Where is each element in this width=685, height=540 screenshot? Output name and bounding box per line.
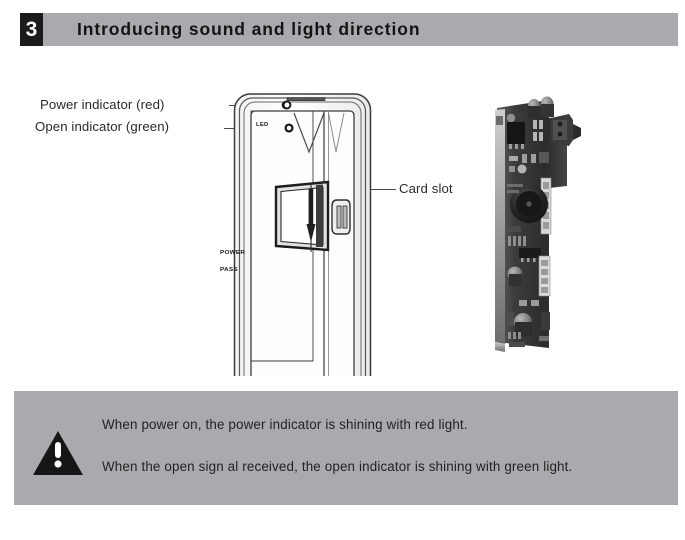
warning-note-panel: When power on, the power indicator is sh… <box>14 391 678 505</box>
warning-line-open: When the open sign al received, the open… <box>102 459 573 474</box>
callout-label-card-slot: Card slot <box>399 181 453 196</box>
leader-line-card-slot <box>371 189 396 190</box>
device-silkscreen-pass: PASS <box>220 267 238 273</box>
section-number: 3 <box>25 18 38 41</box>
device-silkscreen-led: LED <box>256 122 269 128</box>
callout-label-open-indicator: Open indicator (green) <box>35 119 170 134</box>
callout-label-power-indicator: Power indicator (red) <box>40 97 165 112</box>
section-header-bar: 3 Introducing sound and light direction <box>20 13 678 46</box>
warning-triangle-icon <box>32 430 84 476</box>
section-number-badge: 3 <box>20 13 43 46</box>
warning-text-block: When power on, the power indicator is sh… <box>102 417 674 474</box>
page-title: Introducing sound and light direction <box>77 19 421 39</box>
figure-illustration-area: Power indicator (red) Open indicator (gr… <box>0 46 685 386</box>
card-reader-outline-icon <box>232 56 377 376</box>
device-silkscreen-power: POWER <box>220 250 246 256</box>
circuit-board-photo <box>489 56 601 356</box>
warning-line-power: When power on, the power indicator is sh… <box>102 417 468 432</box>
